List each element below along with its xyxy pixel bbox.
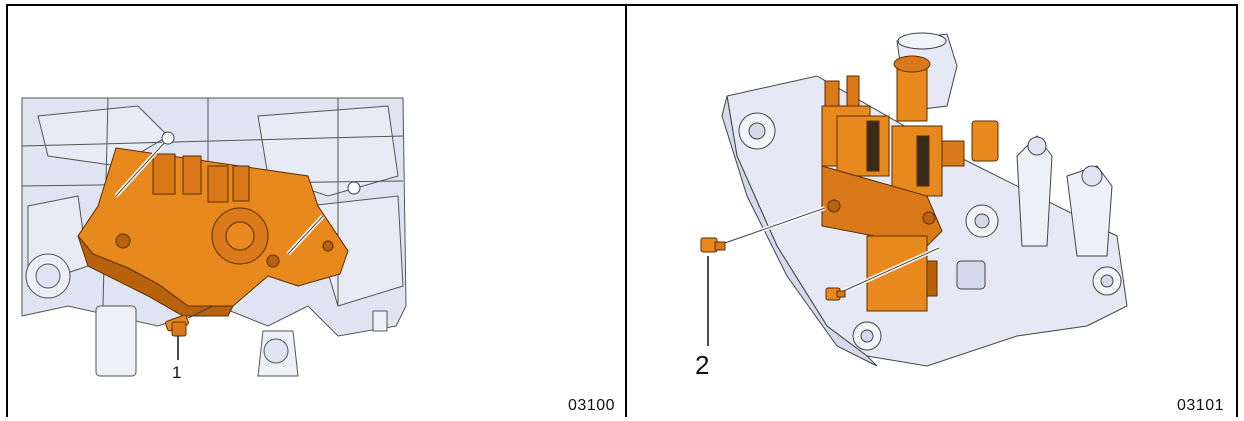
figure-code: 03101 <box>1177 397 1224 414</box>
left-illustration <box>21 97 407 377</box>
callout-2-label: 2 <box>695 350 710 380</box>
bolt-guide-lines-outline <box>115 140 324 255</box>
figure-frame <box>6 4 1238 417</box>
lower-components <box>25 253 388 377</box>
panel-left: 1 03100 <box>8 6 625 417</box>
panel-divider <box>625 4 627 417</box>
bolt-hole-icon <box>161 131 175 145</box>
valve-block <box>821 55 999 312</box>
bolt-hole-icon <box>347 181 361 195</box>
bolt-icon <box>825 287 846 301</box>
bolt-guide-lines-outline <box>721 207 940 295</box>
callout-1-label: 1 <box>172 363 182 382</box>
figure-code: 03100 <box>568 397 615 414</box>
right-illustration <box>700 32 1128 367</box>
bolt-1-icon <box>165 305 214 337</box>
panel-right: 2 03101 <box>627 6 1236 417</box>
pump-bracket <box>77 147 349 317</box>
bolt-2-icon <box>700 237 726 253</box>
